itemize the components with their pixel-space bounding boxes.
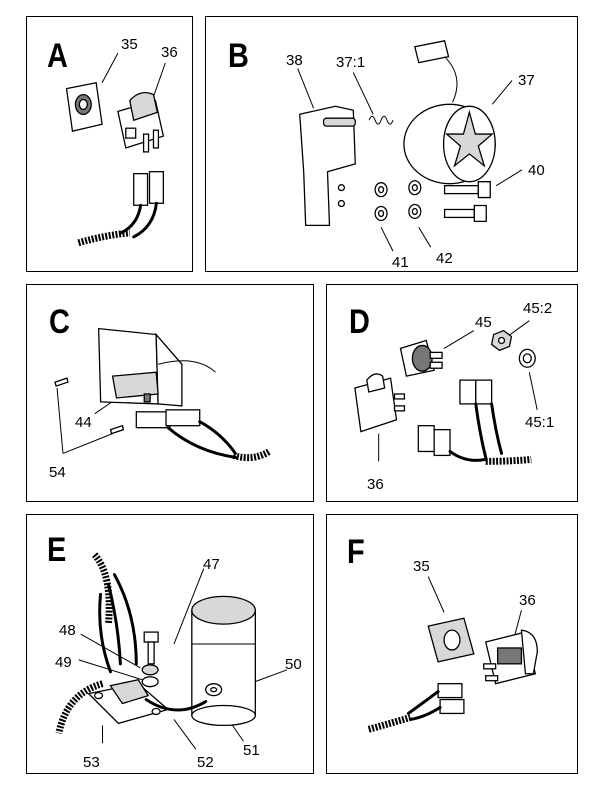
connector-f [367,683,465,733]
callout-42: 42 [436,250,453,267]
spring-37-1 [368,115,394,125]
connectors-d [417,379,532,465]
panel-c-drawing [54,327,271,462]
callout-40: 40 [528,162,545,179]
panel-c: C 44 54 [26,284,314,502]
panel-d-letter: D [349,303,370,341]
connector-c [135,409,271,462]
wire-harness-e [55,552,138,735]
bolts-40 [443,181,491,223]
callout-38: 38 [286,52,303,69]
panel-e-letter: E [47,531,67,569]
panel-f-letter: F [347,533,365,571]
callout-36-d: 36 [367,476,384,493]
panel-b-drawing [297,40,523,252]
cable-51-52 [144,683,223,712]
washers-48-49 [141,664,159,688]
grommet-35 [65,81,103,132]
panel-e: E 47 48 49 50 51 52 53 [26,514,314,774]
capacitor-50 [191,595,256,727]
panel-f: F 35 36 [326,514,578,774]
panel-f-drawing [367,576,538,733]
callout-54: 54 [49,464,66,481]
panel-d-drawing [354,320,538,465]
callout-37-1: 37:1 [336,54,366,71]
connector-a [77,171,164,247]
bracket-38 [299,105,356,227]
panel-b: B 38 37:1 37 40 41 42 [205,16,578,272]
panel-e-drawing [55,552,288,750]
relay-53 [87,678,170,725]
callout-49: 49 [55,654,72,671]
panel-c-letter: C [49,303,70,341]
grommet-35-f [427,617,475,663]
callout-45: 45 [475,314,492,331]
washers-41-42 [374,180,422,222]
callout-47: 47 [203,556,220,573]
panel-a-letter: A [47,37,68,75]
callout-51: 51 [243,742,260,759]
microswitch-44 [111,371,159,403]
callout-36-f: 36 [519,592,536,609]
callout-48: 48 [59,622,76,639]
panel-d: D 45 45:2 45:1 36 [326,284,578,502]
panel-a: A 35 36 [26,16,193,272]
nut-45-2 [490,329,513,352]
switch-36-f [483,629,538,685]
panel-a-drawing [65,52,166,247]
callout-36: 36 [161,44,178,61]
callout-45-2: 45:2 [523,300,553,317]
panel-b-letter: B [228,37,249,75]
switch-36-d [354,373,406,433]
callout-52: 52 [197,754,214,771]
washer-45-1 [518,348,536,368]
callout-37: 37 [518,72,535,89]
switch-45 [399,339,443,377]
callout-44: 44 [75,414,92,431]
switch-36 [117,92,165,153]
callout-50: 50 [285,656,302,673]
callout-45-1: 45:1 [525,414,555,431]
bolt-47 [143,631,159,665]
callout-35: 35 [121,36,138,53]
callout-35-f: 35 [413,558,430,575]
callout-53: 53 [83,754,100,771]
callout-41: 41 [392,254,409,271]
horn-37 [403,40,496,185]
screws-54 [54,377,125,435]
